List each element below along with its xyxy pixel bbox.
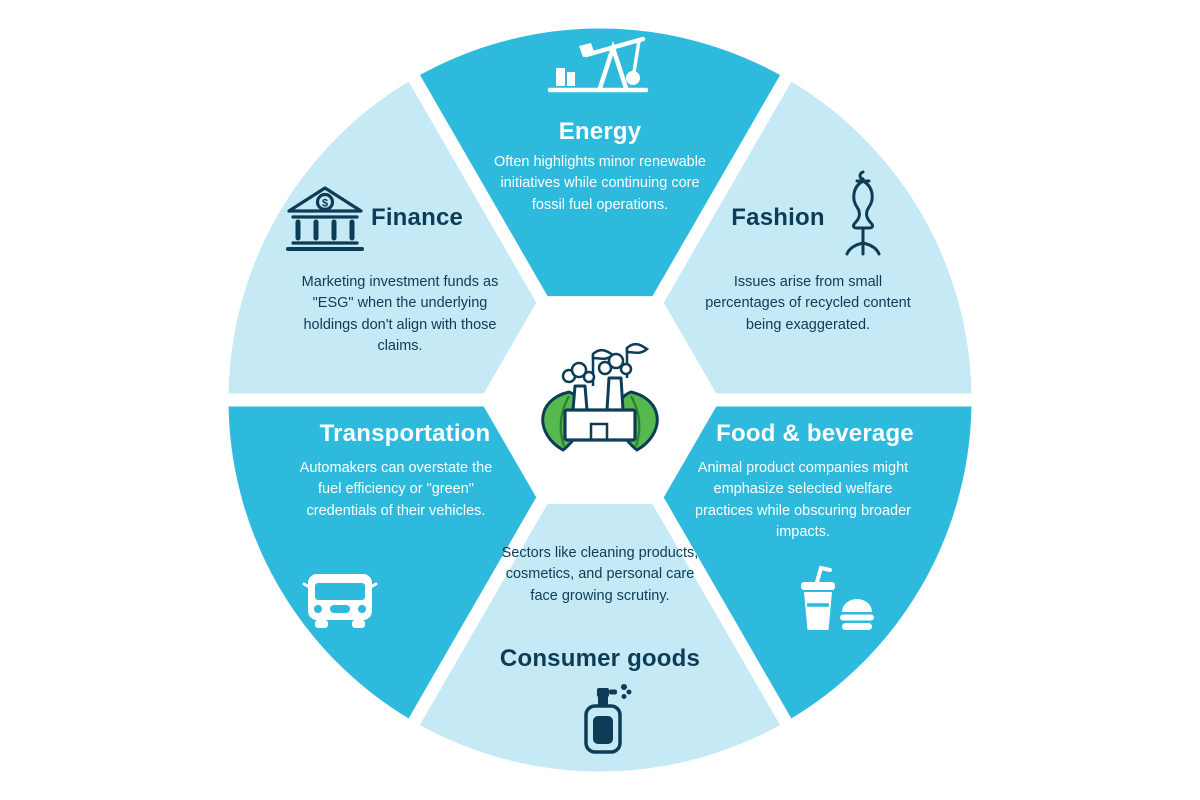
segment-energy-title: Energy bbox=[558, 118, 642, 145]
segment-transportation-wedge bbox=[215, 393, 607, 734]
mannequin-icon bbox=[845, 170, 881, 256]
segment-fashion-wedge bbox=[593, 66, 985, 407]
segment-transportation-description: Automakers can overstate the fuel effici… bbox=[299, 460, 493, 519]
perfume-bottle-icon bbox=[584, 684, 632, 754]
dollar-symbol: $ bbox=[322, 198, 328, 210]
oil-pump-icon bbox=[547, 36, 649, 93]
segment-finance-description: Marketing investment funds as "ESG" when… bbox=[301, 274, 499, 355]
segment-food-beverage-wedge bbox=[593, 393, 985, 734]
segment-transportation-title: Transportation bbox=[319, 420, 491, 447]
center-hexagon bbox=[480, 296, 720, 504]
segment-consumer-goods-description: Sectors like cleaning products, cosmetic… bbox=[501, 545, 699, 604]
segment-fashion-title: Fashion bbox=[731, 204, 825, 231]
segment-food-beverage-description: Animal product companies might emphasize… bbox=[695, 460, 911, 541]
fast-food-icon bbox=[801, 565, 874, 630]
segment-finance-title: Finance bbox=[370, 204, 464, 231]
bus-icon bbox=[302, 574, 378, 628]
segment-finance-wedge bbox=[215, 66, 607, 407]
segment-consumer-goods-wedge bbox=[404, 393, 796, 785]
segment-consumer-goods-title: Consumer goods bbox=[499, 645, 701, 672]
segment-energy-description: Often highlights minor renewable initiat… bbox=[494, 154, 706, 213]
eco-factory-icon bbox=[541, 342, 659, 452]
bank-icon: $ bbox=[286, 186, 364, 251]
segment-energy-wedge bbox=[404, 15, 796, 407]
segment-fashion-description: Issues arise from small percentages of r… bbox=[705, 274, 911, 333]
segment-food-beverage-title: Food & beverage bbox=[716, 420, 914, 447]
